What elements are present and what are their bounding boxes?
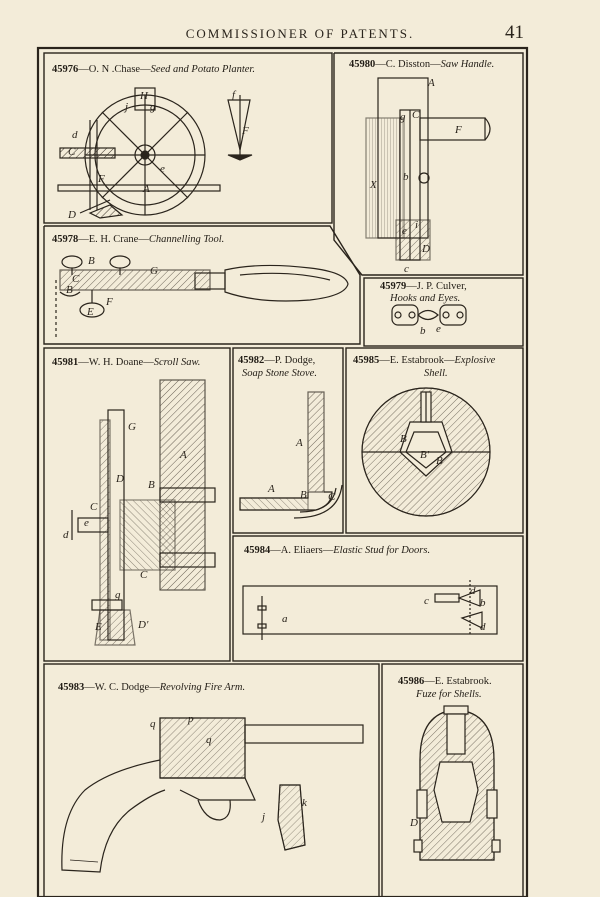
label-e-saw: e <box>402 225 407 237</box>
label-D-saw: D <box>421 243 430 255</box>
label-e-culver: e <box>436 323 441 335</box>
label-A: A <box>142 183 150 195</box>
panel-border-doane <box>43 347 231 662</box>
panel-border-chase <box>43 52 333 224</box>
label-i-saw: i <box>415 219 418 231</box>
label-Bprime-shell: B' <box>420 449 430 461</box>
label-a-stud: a <box>282 613 288 625</box>
label-F-crane: F <box>105 296 113 308</box>
figure-revolving-fire-arm <box>61 717 364 873</box>
label-F: F <box>97 173 105 185</box>
label-b-stud: b <box>480 597 486 609</box>
label-H: H <box>139 90 149 102</box>
label-D: D <box>67 209 76 221</box>
page-number: 41 <box>505 22 524 43</box>
label-B-crane: B <box>88 255 95 267</box>
panel-border-estabrook-shell <box>345 347 524 534</box>
label-C-stove: C <box>328 491 336 503</box>
label-j-arm: j <box>260 811 265 823</box>
label-B-doane: B <box>148 479 155 491</box>
caption-45981: 45981—W. H. Doane—Scroll Saw. <box>52 357 201 368</box>
figure-soap-stone-stove <box>239 391 343 519</box>
label-C-crane: C <box>72 273 80 285</box>
caption-45980: 45980—C. Disston—Saw Handle. <box>349 59 495 70</box>
panel-border-estabrook-fuze <box>381 663 524 897</box>
label-c-saw: c <box>404 263 409 275</box>
label-A-saw: A <box>427 77 435 89</box>
caption-45978: 45978—E. H. Crane—Channelling Tool. <box>52 234 225 245</box>
figure-explosive-shell <box>361 387 491 517</box>
figure-elastic-stud <box>242 580 498 640</box>
label-d2-stud: d <box>480 621 486 633</box>
label-D-doane: D <box>115 473 124 485</box>
panel-border-dodge-stove <box>232 347 344 534</box>
label-D2-doane: D' <box>137 619 149 631</box>
panel-border-culver <box>363 277 524 347</box>
label-q-arm: q <box>150 718 156 730</box>
label-j: j <box>123 101 128 113</box>
label-f: f <box>232 89 237 101</box>
label-F-saw: F <box>454 124 462 136</box>
label-D-fuze: D <box>409 817 418 829</box>
label-A-stove: A <box>295 437 303 449</box>
caption-45986-title: Fuze for Shells. <box>416 689 482 700</box>
label-C-saw: C <box>412 109 420 121</box>
label-E-crane: E <box>86 306 94 318</box>
caption-45986: 45986—E. Estabrook. <box>398 676 492 687</box>
label-e: e <box>160 163 165 175</box>
figure-fuze-for-shells <box>413 705 501 861</box>
label-d-stud: d <box>470 585 476 597</box>
label-d-doane: d <box>63 529 69 541</box>
label-E-doane: E <box>94 621 102 633</box>
label-B2-crane: B <box>66 284 73 296</box>
caption-45984: 45984—A. Eliaers—Elastic Stud for Doors. <box>244 545 431 556</box>
label-g-doane: g <box>115 589 121 601</box>
label-X-saw: X <box>369 179 378 191</box>
caption-45982: 45982—P. Dodge, <box>238 355 316 366</box>
label-p-arm: p <box>187 713 194 725</box>
label-B-stove: B <box>300 489 307 501</box>
label-B2-shell: B <box>436 455 443 467</box>
running-header: COMMISSIONER OF PATENTS. <box>185 26 415 41</box>
label-A-doane: A <box>179 449 187 461</box>
panel-border-dodge-arm <box>43 663 380 897</box>
label-C: C <box>68 146 76 158</box>
caption-45976: 45976—O. N .Chase—Seed and Potato Plante… <box>52 64 255 75</box>
label-C-doane: C <box>90 501 98 513</box>
figure-scroll-saw <box>71 379 216 646</box>
label-k-arm: k <box>302 797 308 809</box>
label-b-culver: b <box>420 325 426 337</box>
caption-45983: 45983—W. C. Dodge—Revolving Fire Arm. <box>58 682 246 693</box>
caption-45979: 45979—J. P. Culver, <box>380 281 467 292</box>
label-g: g <box>150 101 156 113</box>
panel-border-eliaers <box>232 535 524 662</box>
label-B-shell: B <box>400 433 407 445</box>
caption-45985-title-line2: Shell. <box>424 368 448 379</box>
label-G-doane: G <box>128 421 136 433</box>
figure-saw-handle <box>365 77 491 261</box>
panel-border-crane <box>43 225 361 345</box>
figure-channelling-tool <box>55 255 349 340</box>
label-e-doane: e <box>84 517 89 529</box>
label-q2-arm: q <box>206 734 212 746</box>
panel-border-disston <box>333 52 524 276</box>
label-g-saw: g <box>400 111 406 123</box>
caption-45982-title: Soap Stone Stove. <box>242 368 317 379</box>
label-G-crane: G <box>150 265 158 277</box>
label-A2-stove: A <box>267 483 275 495</box>
figure-hooks-and-eyes <box>391 304 467 326</box>
label-F2: F <box>241 125 249 137</box>
caption-45979-title: Hooks and Eyes. <box>390 293 461 304</box>
figure-seed-planter <box>57 87 253 219</box>
caption-45985: 45985—E. Estabrook—Explosive <box>353 355 496 366</box>
label-d: d <box>72 129 78 141</box>
label-C2-doane: C <box>140 569 148 581</box>
label-b-saw: b <box>403 171 409 183</box>
plate-outer-frame <box>36 46 529 897</box>
label-c-stud: c <box>424 595 429 607</box>
